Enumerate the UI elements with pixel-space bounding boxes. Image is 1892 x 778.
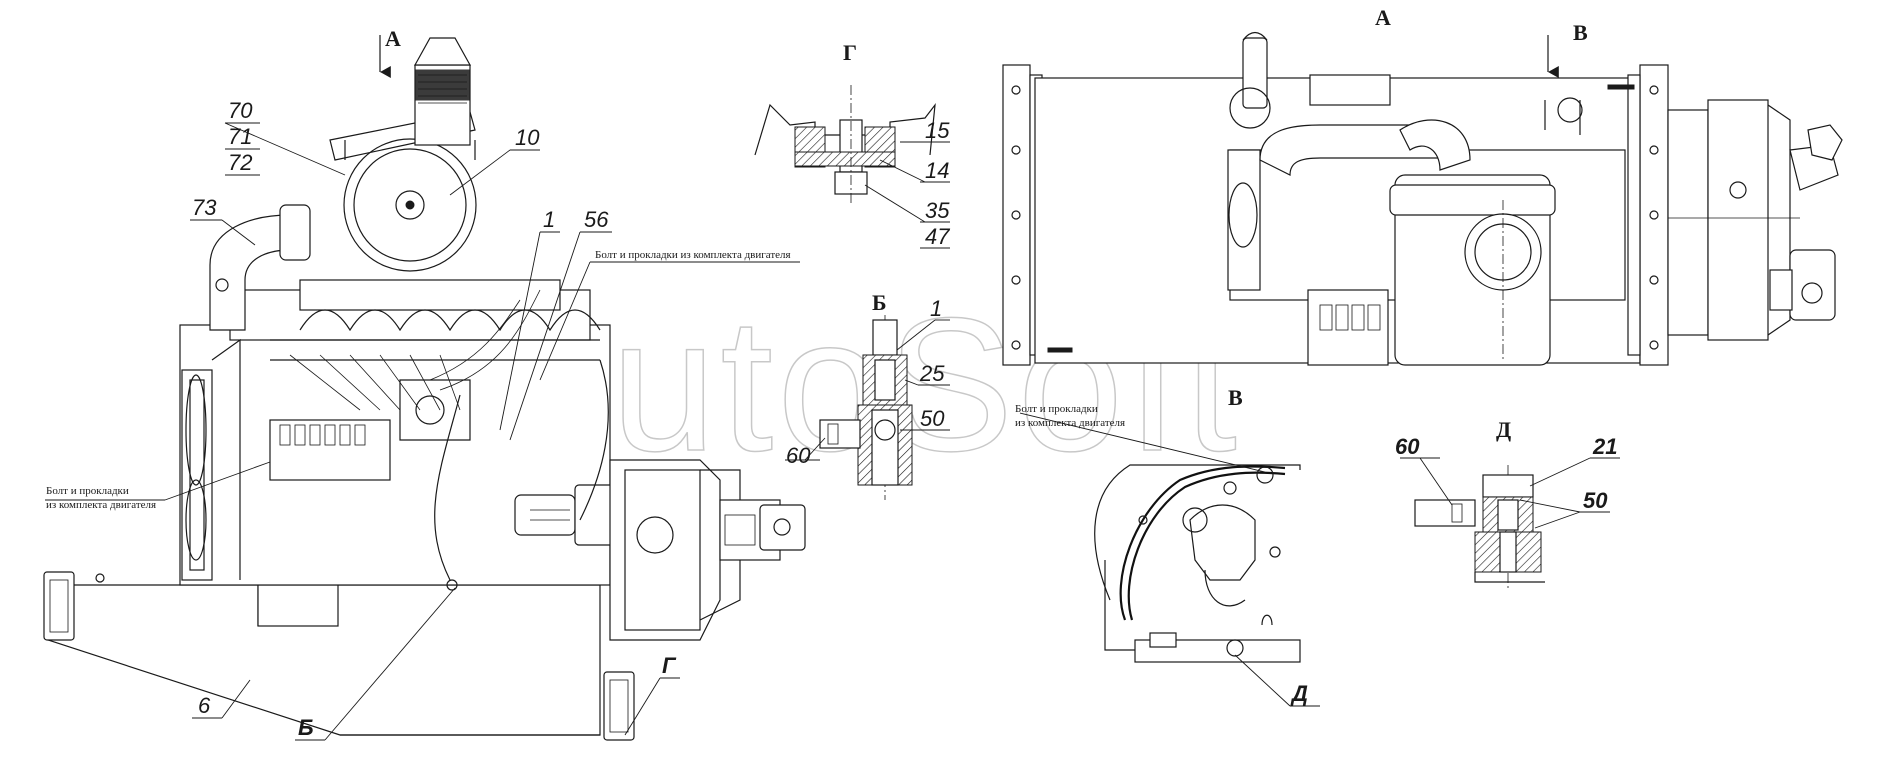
callout-73: 73	[192, 195, 217, 220]
engine-top-view: А В	[1002, 5, 1843, 366]
callout-35: 35	[925, 198, 950, 223]
callout-71: 71	[228, 124, 252, 149]
callout-1: 1	[543, 207, 555, 232]
callout-d: Д	[1290, 681, 1308, 706]
detail-b: Б 1 25 50 60	[785, 290, 950, 500]
view-label-v-detail: В	[1228, 385, 1243, 410]
note-bolt-right-1: Болт и прокладки	[1015, 403, 1098, 415]
callout-47: 47	[925, 224, 950, 249]
callout-1-b: 1	[930, 296, 942, 321]
left-callouts: 70 71 72 10 73 1 56 Болт и прокладки из …	[45, 98, 800, 741]
callout-50-b: 50	[920, 406, 945, 431]
callout-56: 56	[584, 207, 609, 232]
callout-6: 6	[198, 693, 211, 718]
callout-25: 25	[919, 361, 945, 386]
callout-15: 15	[925, 118, 950, 143]
callout-72: 72	[228, 150, 252, 175]
callout-60-d: 60	[1395, 434, 1420, 459]
note-bolt-left-2: из комплекта двигателя	[46, 499, 156, 511]
callout-14: 14	[925, 158, 949, 183]
callout-10: 10	[515, 125, 540, 150]
note-bolt-right-2: из комплекта двигателя	[1015, 417, 1125, 429]
view-label-v-top: В	[1573, 20, 1588, 45]
note-bolt-left-1: Болт и прокладки	[46, 485, 129, 497]
view-label-d: Д	[1496, 417, 1511, 442]
engine-side-view	[43, 37, 806, 741]
view-label-a-left: А	[385, 26, 401, 51]
detail-d: Д 60 21 50	[1395, 417, 1620, 590]
callout-g-left: Г	[662, 653, 677, 678]
detail-v: В Болт и прокладки из комплекта двигател…	[1015, 385, 1320, 707]
callout-60-b: 60	[786, 443, 811, 468]
view-label-g: Г	[843, 40, 857, 65]
callout-70: 70	[228, 98, 253, 123]
callout-b-left: Б	[298, 715, 314, 740]
view-label-b: Б	[872, 290, 887, 315]
callout-50-d: 50	[1583, 488, 1608, 513]
callout-21: 21	[1592, 434, 1617, 459]
view-label-a-top: А	[1375, 5, 1391, 30]
detail-g: Г 15 14 35 47	[754, 40, 950, 249]
note-bolt-top: Болт и прокладки из комплекта двигателя	[595, 249, 791, 261]
